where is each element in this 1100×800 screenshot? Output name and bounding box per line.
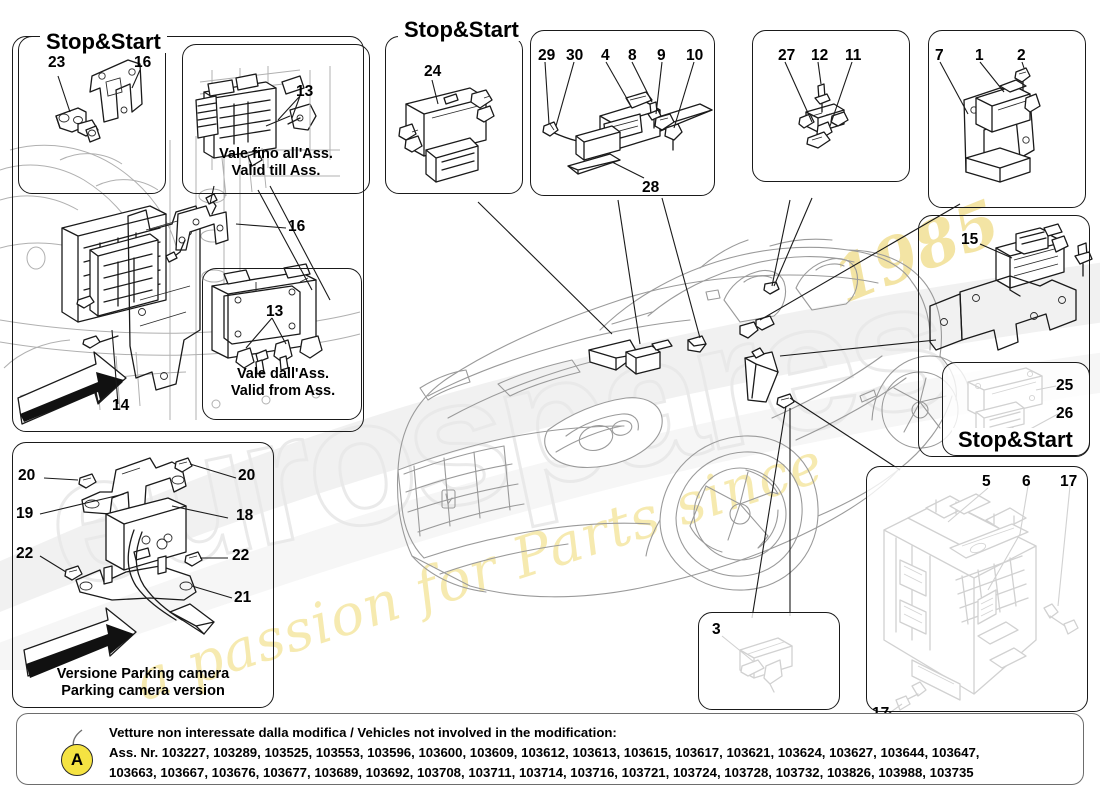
panel-antenna-module xyxy=(530,30,715,196)
callout-29: 29 xyxy=(538,47,556,64)
callout-7: 7 xyxy=(935,47,944,64)
legend-text: Vetture non interessate dalla modifica /… xyxy=(109,723,979,783)
callout-14-main: 14 xyxy=(112,397,130,414)
car-mounted-components xyxy=(588,281,795,409)
callout-22-left: 22 xyxy=(16,545,34,562)
callout-9: 9 xyxy=(657,47,666,64)
callout-22-right: 22 xyxy=(232,547,250,564)
callout-20-left: 20 xyxy=(18,467,36,484)
callout-26: 26 xyxy=(1056,405,1074,422)
panel-relay-bracket xyxy=(928,30,1086,208)
callout-16-main: 16 xyxy=(288,218,306,235)
panel-title-stop-start-right: Stop&Start xyxy=(952,428,1079,451)
caption-valid-from: Vale dall'Ass. Valid from Ass. xyxy=(198,366,368,400)
panel-antenna-module-art xyxy=(542,91,713,175)
panel-sensor-assembly xyxy=(752,30,910,182)
callout-18: 18 xyxy=(236,507,254,524)
caption-valid-from-en: Valid from Ass. xyxy=(230,383,336,400)
caption-valid-till-en: Valid till Ass. xyxy=(231,163,321,180)
callout-21: 21 xyxy=(234,589,252,606)
legend-badge-a: A xyxy=(61,744,93,776)
legend-line-3: 103663, 103667, 103676, 103677, 103689, … xyxy=(109,765,974,781)
callout-27: 27 xyxy=(778,47,796,64)
panel-sensor-art xyxy=(798,83,849,149)
caption-valid-from-it: Vale dall'Ass. xyxy=(236,366,330,382)
callout-1: 1 xyxy=(975,47,984,64)
panel-stop-start-ecu-art xyxy=(398,87,495,183)
callout-30: 30 xyxy=(566,47,584,64)
callout-12: 12 xyxy=(811,47,829,64)
callout-6: 6 xyxy=(1022,473,1031,490)
callout-8: 8 xyxy=(628,47,637,64)
callout-25: 25 xyxy=(1056,377,1074,394)
panel-valid-till-art xyxy=(195,66,331,197)
callout-20-right: 20 xyxy=(238,467,256,484)
callout-24: 24 xyxy=(424,63,442,80)
callout-13-till: 13 xyxy=(296,83,314,100)
callout-15: 15 xyxy=(961,231,979,248)
callout-2: 2 xyxy=(1017,47,1026,64)
legend-line-1: Vetture non interessate dalla modifica /… xyxy=(109,725,617,740)
callout-10: 10 xyxy=(686,47,704,64)
caption-parking-camera-it: Versione Parking camera xyxy=(56,666,230,682)
caption-valid-till: Vale fino all'Ass. Valid till Ass. xyxy=(182,146,370,180)
caption-parking-camera-en: Parking camera version xyxy=(61,683,225,700)
callout-3: 3 xyxy=(712,621,721,638)
callout-13-from: 13 xyxy=(266,303,284,320)
panel-stop-start-left-art xyxy=(55,59,143,143)
panel-relay-bracket-art xyxy=(963,67,1041,183)
callout-4: 4 xyxy=(601,47,610,64)
panel-stop-start-ecu xyxy=(385,36,523,194)
callout-17-top: 17 xyxy=(1060,473,1078,490)
panel-fuse-box-right xyxy=(866,466,1088,712)
legend-line-2: Ass. Nr. 103227, 103289, 103525, 103553,… xyxy=(109,745,980,761)
callout-5: 5 xyxy=(982,473,991,490)
callout-23: 23 xyxy=(48,54,66,71)
panel-title-stop-start-left: Stop&Start xyxy=(40,30,167,53)
panel-title-stop-start-ecu: Stop&Start xyxy=(398,18,525,41)
callout-28: 28 xyxy=(642,179,660,196)
caption-valid-till-it: Vale fino all'Ass. xyxy=(219,146,333,162)
callout-11: 11 xyxy=(845,47,862,64)
callout-19: 19 xyxy=(16,505,34,522)
legend-box: Vetture non interessate dalla modifica /… xyxy=(16,713,1084,785)
caption-parking-camera: Versione Parking camera Parking camera v… xyxy=(12,666,274,700)
panel-valid-till-ass xyxy=(182,44,370,194)
callout-16-panel: 16 xyxy=(134,54,152,71)
